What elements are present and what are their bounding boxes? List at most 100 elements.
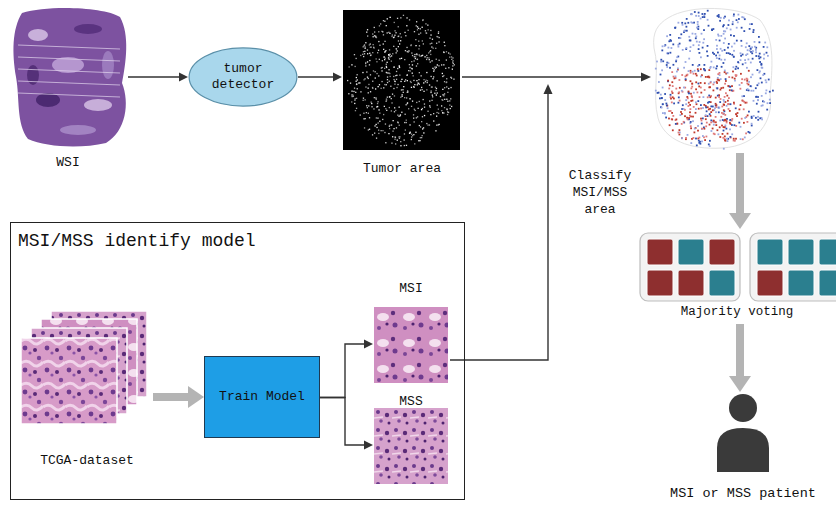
illustration-part — [695, 101, 697, 103]
illustration-part — [672, 44, 674, 46]
illustration-part — [384, 59, 385, 60]
illustration-part — [677, 68, 679, 70]
illustration-part — [758, 111, 760, 113]
illustration-part — [370, 55, 371, 56]
illustration-part — [701, 141, 703, 143]
illustration-part — [687, 134, 689, 136]
illustration-part — [674, 27, 676, 29]
illustration-part — [450, 108, 451, 109]
illustration-part — [726, 105, 728, 107]
illustration-part — [401, 112, 402, 113]
illustration-part — [362, 72, 363, 73]
illustration-part — [367, 29, 368, 30]
illustration-part — [421, 87, 422, 88]
illustration-part — [378, 133, 379, 134]
illustration-part — [377, 103, 378, 104]
illustration-part — [404, 81, 405, 82]
illustration-part — [413, 80, 414, 81]
illustration-part — [708, 86, 710, 88]
illustration-part — [439, 37, 440, 38]
illustration-part — [421, 137, 422, 138]
illustration-part — [727, 85, 729, 87]
illustration-part — [747, 88, 749, 90]
illustration-part — [411, 68, 412, 69]
illustration-part — [437, 80, 438, 81]
illustration-part — [447, 101, 448, 102]
illustration-part — [669, 124, 671, 126]
illustration-part — [411, 82, 412, 83]
illustration-part — [452, 65, 453, 66]
illustration-part — [723, 42, 725, 44]
illustration-part — [429, 38, 430, 39]
illustration-part — [416, 117, 417, 118]
illustration-part — [351, 101, 352, 102]
illustration-part — [788, 270, 814, 296]
illustration-part — [691, 83, 693, 85]
illustration-part — [689, 50, 691, 52]
illustration-part — [678, 91, 680, 93]
illustration-part — [378, 50, 379, 51]
illustration-part — [418, 140, 419, 141]
illustration-part — [692, 64, 694, 66]
illustration-part — [755, 55, 757, 57]
illustration-part — [704, 89, 706, 91]
illustration-part — [748, 81, 750, 83]
illustration-part — [446, 59, 447, 60]
illustration-part — [363, 56, 364, 57]
illustration-part — [740, 73, 742, 75]
illustration-part — [716, 57, 718, 59]
illustration-part — [697, 28, 699, 30]
illustration-part — [679, 79, 681, 81]
flow-arrow — [320, 398, 373, 450]
illustration-part — [373, 70, 374, 71]
illustration-part — [684, 30, 686, 32]
illustration-part — [731, 124, 733, 126]
illustration-part — [398, 36, 399, 37]
illustration-part — [736, 153, 744, 213]
illustration-part — [446, 108, 447, 109]
illustration-part — [732, 23, 734, 25]
illustration-part — [750, 62, 752, 64]
illustration-part — [753, 29, 755, 31]
illustration-part — [369, 117, 370, 118]
illustration-part — [700, 56, 702, 58]
illustration-part — [417, 63, 418, 64]
illustration-part — [747, 115, 749, 117]
illustration-part — [705, 118, 707, 120]
illustration-part — [689, 111, 691, 113]
illustration-part — [676, 56, 678, 58]
illustration-part — [662, 112, 664, 114]
illustration-part — [727, 133, 729, 135]
illustration-part — [729, 213, 751, 229]
illustration-part — [429, 84, 430, 85]
illustration-part — [354, 100, 355, 101]
illustration-part — [372, 52, 373, 53]
illustration-part — [385, 123, 386, 124]
illustration-part — [740, 55, 742, 57]
illustration-part — [408, 108, 409, 109]
illustration-part — [446, 82, 447, 83]
illustration-part — [675, 27, 677, 29]
illustration-part — [415, 58, 416, 59]
box-text: Train Model — [219, 389, 305, 405]
illustration-part — [447, 111, 448, 112]
illustration-part — [723, 113, 725, 115]
illustration-part — [433, 76, 434, 77]
illustration-part — [667, 80, 669, 82]
illustration-part — [706, 136, 708, 138]
illustration-part — [389, 96, 390, 97]
illustration-part — [382, 31, 383, 32]
illustration-part — [411, 134, 412, 135]
illustration-part — [438, 109, 439, 110]
illustration-part — [748, 45, 750, 47]
illustration-part — [416, 54, 417, 55]
illustration-part — [721, 66, 723, 68]
illustration-part — [367, 35, 368, 36]
illustration-part — [450, 87, 451, 88]
illustration-part — [668, 40, 670, 42]
illustration-part — [396, 48, 397, 49]
illustration-part — [425, 81, 426, 82]
illustration-part — [405, 50, 406, 51]
illustration-part — [668, 88, 670, 90]
illustration-part — [701, 128, 703, 130]
